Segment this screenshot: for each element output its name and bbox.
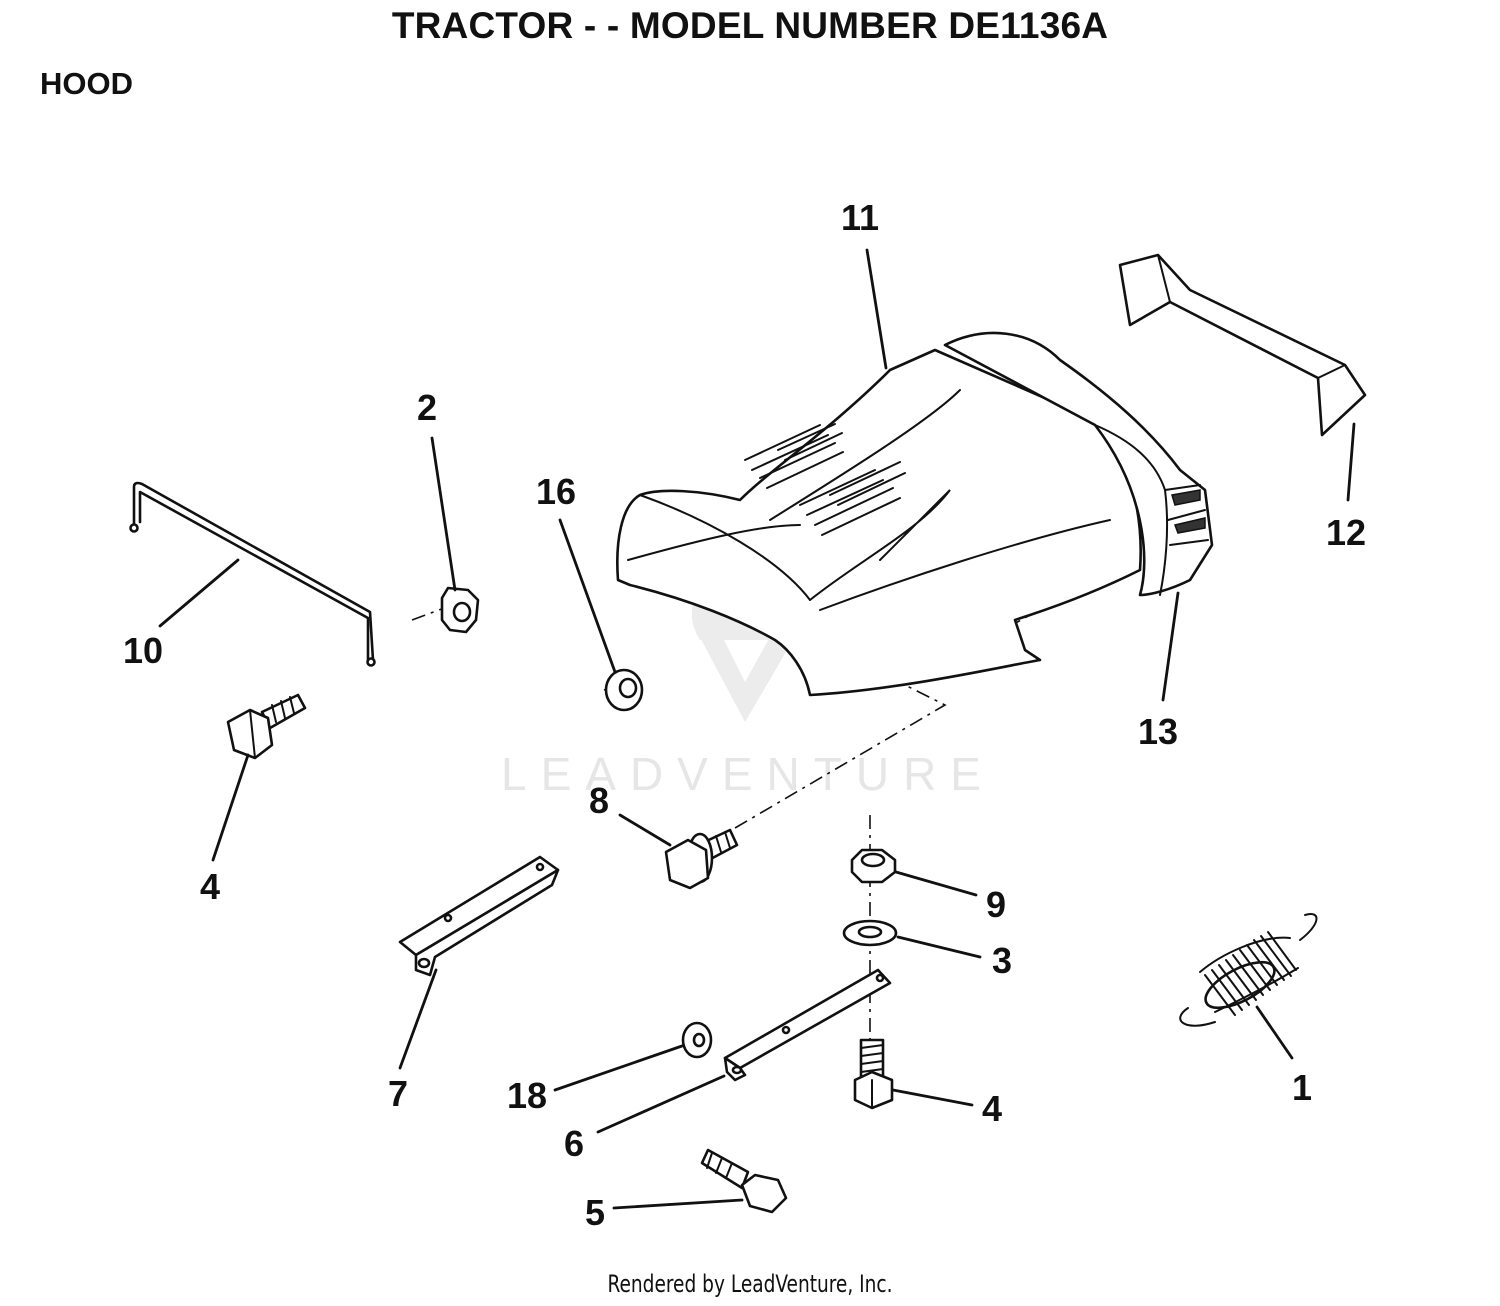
footer-credit: Rendered by LeadVenture, Inc.	[607, 1270, 893, 1298]
callout-18: 18	[507, 1075, 547, 1116]
callout-11: 11	[841, 197, 879, 238]
trim-part-12	[1118, 253, 1367, 437]
washer-part-3	[842, 919, 898, 947]
callout-4-left: 4	[200, 866, 220, 907]
nut-part-2	[440, 586, 480, 634]
washer-part-18	[681, 1021, 713, 1059]
page-title: TRACTOR - - MODEL NUMBER DE1136A	[391, 5, 1109, 46]
watermark-text: LEADVENTURE	[501, 748, 995, 800]
callout-12: 12	[1326, 512, 1366, 553]
bolt-part-5	[700, 1148, 788, 1214]
bracket-part-7	[398, 855, 560, 977]
grille-part-13	[943, 331, 1214, 597]
callout-10: 10	[123, 630, 163, 671]
leader-lines	[158, 248, 1356, 1210]
callout-5: 5	[585, 1192, 605, 1233]
callout-7: 7	[388, 1073, 408, 1114]
spring-coils	[1199, 931, 1299, 1016]
rod-part-10	[129, 481, 376, 667]
hood-part-11	[616, 348, 1142, 697]
callout-1: 1	[1292, 1067, 1312, 1108]
spring-part-1	[1179, 913, 1318, 1027]
bolt-part-4-left	[226, 693, 307, 760]
callout-8: 8	[589, 780, 609, 821]
callout-13: 13	[1138, 711, 1178, 752]
section-title: HOOD	[40, 66, 133, 101]
grommet-part-16	[604, 668, 644, 712]
callout-16: 16	[536, 471, 576, 512]
callout-6: 6	[564, 1123, 584, 1164]
bolt-part-4-lower	[853, 1038, 894, 1110]
callout-2: 2	[417, 387, 437, 428]
callout-9: 9	[986, 884, 1006, 925]
callout-3: 3	[992, 940, 1012, 981]
hood-vents	[744, 423, 906, 536]
nut-part-9	[850, 848, 897, 884]
callout-labels: 11 12 2 16 10 13 4 8 9 3 7 18 6 4 1 5	[123, 197, 1366, 1233]
bolt-part-8	[664, 828, 739, 890]
bracket-part-6	[723, 968, 892, 1082]
callout-4-lower: 4	[982, 1088, 1002, 1129]
